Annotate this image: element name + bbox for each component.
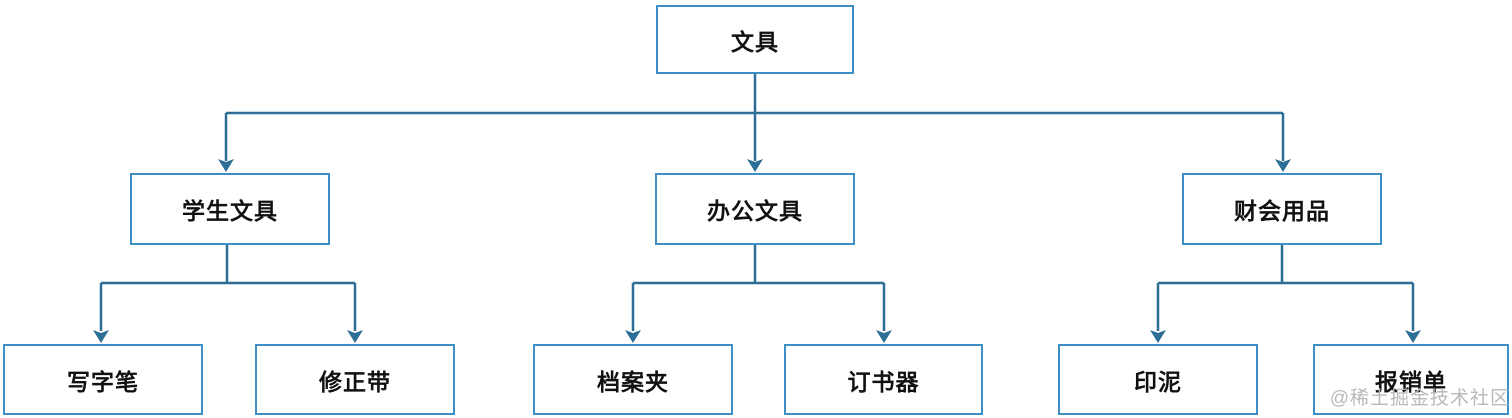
node-accounting-supplies: 财会用品 xyxy=(1182,173,1382,245)
node-label: 订书器 xyxy=(847,368,920,395)
node-label: 印泥 xyxy=(1134,368,1182,395)
node-label: 报销单 xyxy=(1375,368,1447,395)
node-reimbursement-form: 报销单 xyxy=(1313,344,1509,415)
node-correction-tape: 修正带 xyxy=(255,344,455,415)
arrow-accounting-supplies xyxy=(1275,159,1291,172)
node-label: 修正带 xyxy=(319,368,391,395)
node-ink-paste: 印泥 xyxy=(1058,344,1258,415)
node-writing-pen: 写字笔 xyxy=(3,344,203,415)
node-stapler: 订书器 xyxy=(784,344,983,415)
node-label: 写字笔 xyxy=(67,368,139,395)
node-student-stationery: 学生文具 xyxy=(130,173,330,245)
watermark: @稀土掘金技术社区 xyxy=(1329,388,1510,409)
arrow-student-stationery xyxy=(218,159,234,172)
arrow-reimbursement-form xyxy=(1405,330,1421,343)
node-label: 财会用品 xyxy=(1234,198,1330,224)
node-file-folder: 档案夹 xyxy=(533,344,733,415)
node-office-stationery: 办公文具 xyxy=(655,173,855,245)
arrow-ink-paste xyxy=(1150,330,1166,343)
arrow-stapler xyxy=(876,330,892,343)
arrow-office-stationery xyxy=(747,159,763,172)
node-label: 档案夹 xyxy=(597,368,669,395)
node-label: 学生文具 xyxy=(182,198,278,224)
arrow-writing-pen xyxy=(93,330,109,343)
arrow-correction-tape xyxy=(347,330,363,343)
node-label: 文具 xyxy=(731,28,779,55)
arrow-file-folder xyxy=(625,330,641,343)
node-label: 办公文具 xyxy=(707,198,803,224)
node-root-stationery: 文具 xyxy=(656,5,854,74)
